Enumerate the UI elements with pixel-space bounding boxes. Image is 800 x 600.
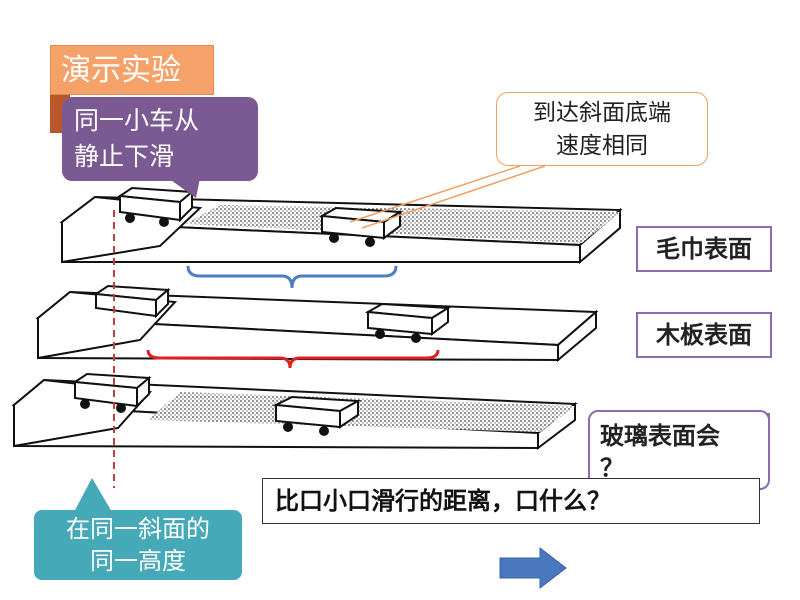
callout-line: 同一高度 (90, 547, 186, 575)
cart-icon (117, 186, 195, 227)
cart-icon (364, 302, 452, 343)
callout-glass: 玻璃表面会 ？ (588, 410, 770, 490)
callout-line: 速度相同 (556, 133, 648, 159)
callout-line: 玻璃表面会 (600, 422, 720, 450)
callout-line: 静止下滑 (74, 142, 175, 171)
cart-icon (272, 395, 362, 436)
question-text: 比口小口滑行的距离，口什么？ (262, 478, 760, 524)
cart-icon (318, 206, 404, 247)
callout-tail (168, 178, 200, 198)
callout-same-height: 在同一斜面的 同一高度 (34, 510, 242, 580)
brace-blue (186, 265, 398, 289)
callout-same-cart: 同一小车从 静止下滑 (62, 97, 258, 181)
cart-icon (72, 372, 152, 413)
cart-icon (93, 284, 171, 319)
callout-tail (74, 478, 112, 512)
label-towel-surface: 毛巾表面 (636, 226, 772, 272)
label-wood-surface: 木板表面 (636, 312, 772, 358)
callout-line: 同一小车从 (74, 106, 200, 135)
callout-line: 到达斜面底端 (533, 100, 671, 126)
brace-red (146, 349, 440, 369)
speed-pointer-line (361, 165, 546, 229)
speed-pointer-line (349, 165, 521, 223)
callout-same-speed: 到达斜面底端 速度相同 (496, 92, 708, 166)
callout-line: ？ (600, 454, 624, 482)
callout-line: 在同一斜面的 (66, 515, 210, 543)
page-title: 演示实验 (50, 45, 214, 95)
right-arrow-icon[interactable] (499, 546, 567, 590)
